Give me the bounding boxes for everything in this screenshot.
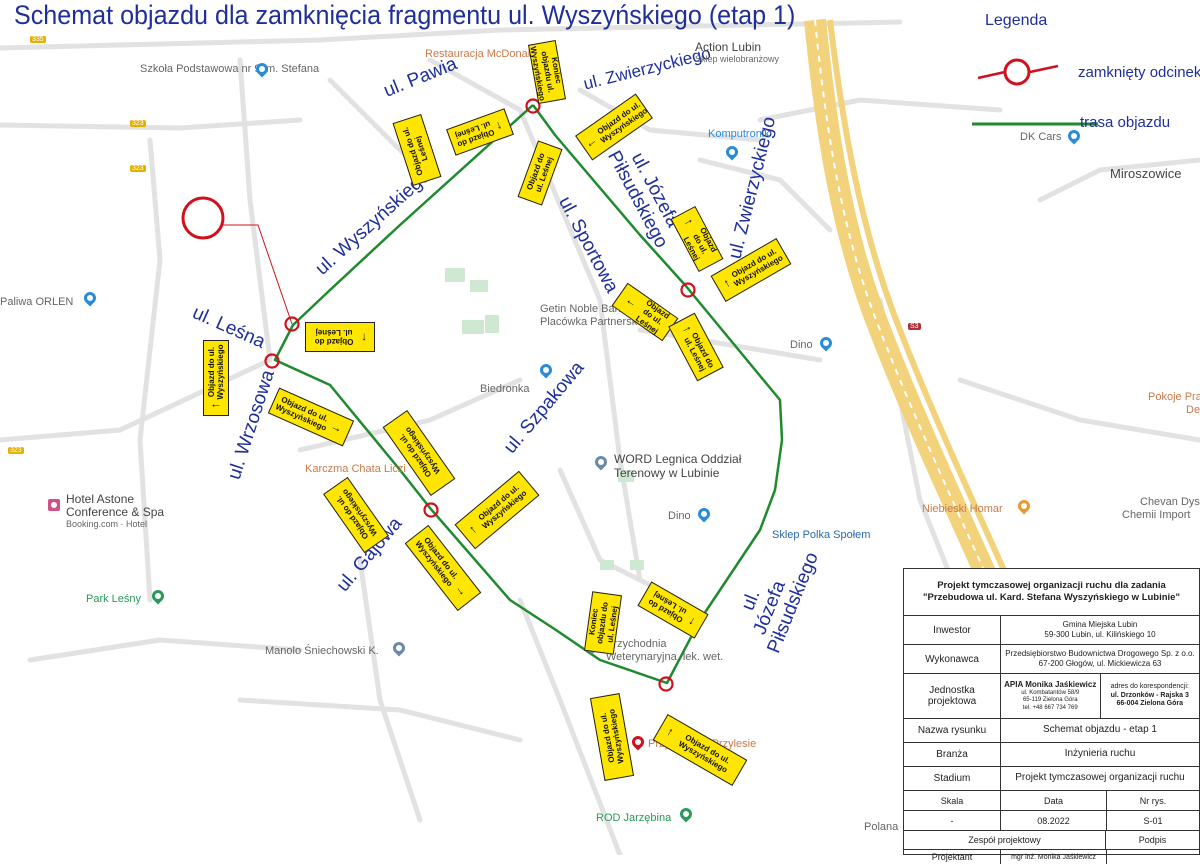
- poi-komputronik: Komputronik: [708, 128, 770, 140]
- drawing-label: Nazwa rysunku: [904, 719, 1001, 742]
- drawing-value: Schemat objazdu - etap 1: [1043, 724, 1157, 736]
- poi-hotel-sub: Conference & Spa: [66, 505, 165, 519]
- stage-value: Projekt tymczasowej organizacji ruchu: [1015, 772, 1185, 784]
- poi-polana: Polana: [864, 821, 899, 833]
- map-title: Schemat objazdu dla zamknięcia fragmentu…: [14, 0, 796, 30]
- poi-getin-sub: Placówka Partnerska: [540, 316, 644, 328]
- poi-orlen: Paliwa ORLEN: [0, 296, 74, 308]
- road-shield-icon: 323: [8, 447, 24, 454]
- poi-dino-1: Dino: [790, 339, 813, 351]
- team-label: Zespół projektowy: [904, 831, 1106, 849]
- road-shield-icon: 323: [130, 120, 146, 127]
- poi-dino-2: Dino: [668, 510, 691, 522]
- background-streets: [0, 19, 1200, 855]
- road-shield-icon: S3: [908, 323, 921, 330]
- number-value: S-01: [1143, 815, 1163, 826]
- poi-przychodnia-sub: Weterynaryjna, lek. wet.: [606, 651, 724, 663]
- legend-title: Legenda: [985, 12, 1048, 29]
- poi-park: Park Leśny: [86, 593, 142, 605]
- poi-restaurant: Restauracja McDonald's: [425, 48, 544, 60]
- unit-address-2: 65-119 Zielona Góra: [1022, 697, 1078, 704]
- legend-detour-label: trasa objazdu: [1080, 114, 1171, 131]
- detour-route: [273, 104, 784, 685]
- unit-phone: tel. +48 667 734 769: [1022, 704, 1078, 711]
- poi-action: Action Lubin: [695, 40, 762, 54]
- legend-closed-label: zamknięty odcinek: [1078, 64, 1200, 81]
- poi-sklep: Sklep Polka Społem: [772, 529, 871, 541]
- date-label: Data: [1001, 791, 1107, 810]
- unit-address-1: ul. Kombatantów 58/9: [1021, 689, 1080, 696]
- signature-label: Podpis: [1138, 835, 1167, 845]
- poi-word-sub: Terenowy w Lubinie: [614, 466, 720, 480]
- poi-chevan-sub: Chemii Import: [1122, 509, 1191, 521]
- hotel-icon: [48, 499, 60, 511]
- poi-przychodnia: Przychodnia: [606, 638, 667, 650]
- unit-label: Jednostka projektowa: [904, 674, 1001, 718]
- investor-line-1: Gmina Miejska Lubin: [1062, 620, 1138, 629]
- poi-biedronka: Biedronka: [480, 383, 530, 395]
- poi-dk-cars: DK Cars: [1020, 131, 1062, 143]
- closure-markers: [264, 98, 696, 692]
- poi-hotel-sub2: Booking.com · Hotel: [66, 519, 148, 529]
- legend-closed-symbol: [977, 58, 1059, 86]
- designer-label: Projektant: [904, 850, 1001, 864]
- poi-miroszowice: Miroszowice: [1110, 166, 1182, 181]
- poi-pokoje-sub: De: [1186, 404, 1200, 416]
- poi-getin: Getin Noble Bank: [540, 303, 627, 315]
- title-block-header: Projekt tymczasowej organizacji ruchu dl…: [904, 569, 1199, 616]
- number-label: Nr rys.: [1139, 795, 1167, 806]
- unit-correspondence-1: ul. Drzonków - Rajska 3: [1110, 691, 1189, 699]
- road-shield-icon: 335: [30, 36, 46, 43]
- poi-word: WORD Legnica Oddział: [614, 452, 742, 466]
- designer-signature: [1107, 850, 1199, 864]
- poi-action-sub: Sklep wielobranżowy: [695, 54, 780, 64]
- date-value: 08.2022: [1001, 811, 1107, 830]
- unit-name: APIA Monika Jaśkiewicz: [1004, 679, 1097, 689]
- poi-rod: ROD Jarzębina: [596, 812, 672, 824]
- poi-karczma: Karczma Chata Liczi: [305, 463, 406, 475]
- contractor-label: Wykonawca: [904, 645, 1001, 673]
- investor-label: Inwestor: [904, 616, 1001, 644]
- unit-correspondence-label: adres do korespondencji:: [1110, 682, 1189, 690]
- closed-section-callout: [181, 196, 225, 240]
- unit-correspondence-2: 66-004 Zielona Góra: [1116, 700, 1184, 708]
- road-shield-icon: 323: [130, 165, 146, 172]
- poi-hotel: Hotel Astone: [66, 492, 135, 506]
- callout-leader: [222, 224, 293, 325]
- detour-sign-11: ↑Objazd do ul. Wyszyńskiego: [203, 340, 229, 416]
- stage-label: Stadium: [904, 767, 1001, 790]
- branch-label: Branża: [904, 743, 1001, 766]
- investor-line-2: 59-300 Lubin, ul. Kilińskiego 10: [1044, 630, 1156, 639]
- contractor-line-2: 67-200 Głogów, ul. Mickiewicza 63: [1038, 659, 1162, 668]
- title-block: Projekt tymczasowej organizacji ruchu dl…: [903, 568, 1200, 864]
- poi-manolo: Manolo Śniechowski K.: [265, 645, 379, 657]
- branch-value: Inżynieria ruchu: [1064, 748, 1136, 760]
- green-areas: [445, 268, 644, 570]
- designer-value: mgr inż. Monika Jaśkiewicz: [1001, 850, 1107, 864]
- poi-niebieski: Niebieski Homar: [922, 503, 1003, 515]
- poi-pokoje: Pokoje Pra: [1148, 391, 1200, 403]
- scale-value: -: [904, 811, 1001, 830]
- scale-label: Skala: [904, 791, 1001, 810]
- contractor-line-1: Przedsiębiorstwo Budownictwa Drogowego S…: [1005, 649, 1195, 658]
- poi-chevan: Chevan Dys: [1140, 496, 1200, 508]
- detour-sign-10: ↑Objazd do ul. Leśnej: [305, 322, 375, 352]
- poi-school: Szkoła Podstawowa nr 9 im. Stefana: [140, 63, 320, 75]
